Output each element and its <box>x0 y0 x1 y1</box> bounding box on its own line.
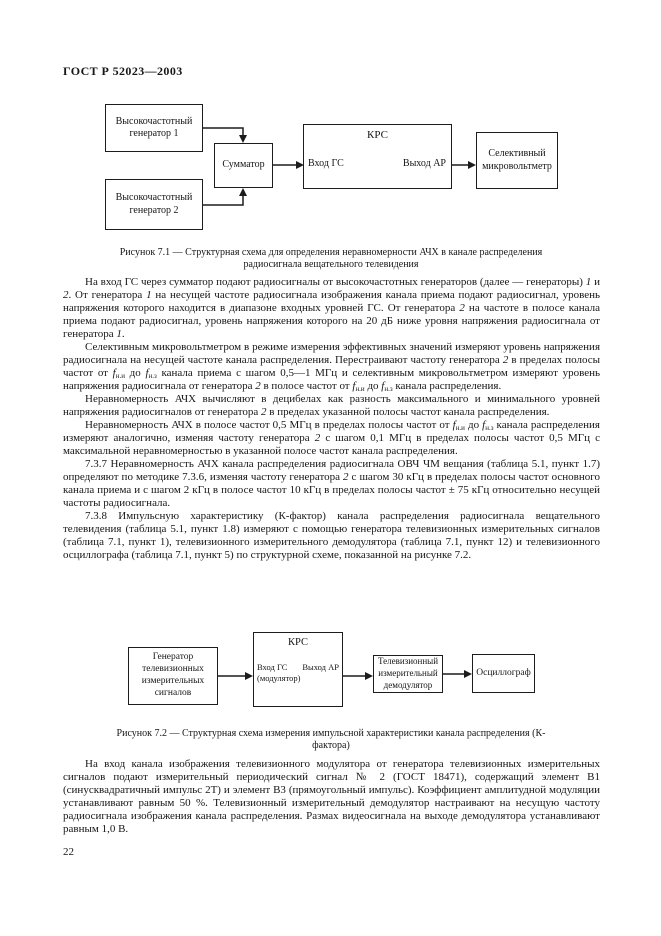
arrow-up-icon <box>239 188 247 196</box>
krs-output-port-label: Выход АР <box>302 662 339 672</box>
block-tv-test-signal-generator: Генератор телевизионных измерительных си… <box>128 647 218 705</box>
arrow-right-icon <box>468 161 476 169</box>
body-text-block-1: На вход ГС через сумматор подают радиоси… <box>63 276 600 562</box>
arrow-right-icon <box>365 672 373 680</box>
krs-input-port-label: Вход ГС <box>308 158 344 169</box>
paragraph: На вход ГС через сумматор подают радиоси… <box>63 276 601 340</box>
krs-input-port-label: Вход ГС(модулятор) <box>257 662 301 683</box>
body-text-block-2: На вход канала изображения телевизионног… <box>63 758 600 836</box>
block-hf-generator-2: Высокочастотный генератор 2 <box>105 179 203 230</box>
block-oscilloscope: Осциллограф <box>472 654 535 693</box>
paragraph-7-3-7: 7.3.7 Неравномерность АЧХ канала распред… <box>63 458 600 509</box>
page-number: 22 <box>63 846 74 858</box>
block-selective-microvoltmeter: Селективный микровольт­метр <box>476 132 558 189</box>
figure-7-1-caption: Рисунок 7.1 — Структурная схема для опре… <box>119 247 543 270</box>
arrow-right-icon <box>245 672 253 680</box>
krs-output-port-label: Выход АР <box>402 158 446 169</box>
figure-7-2-diagram: Генератор телевизионных измерительных си… <box>63 628 600 716</box>
krs-label: КРС <box>367 129 388 141</box>
arrow-down-icon <box>239 135 247 143</box>
block-hf-generator-1: Высокочастотный генератор 1 <box>105 104 203 152</box>
block-krs: КРС Вход ГС(модулятор) Выход АР <box>253 632 343 707</box>
paragraph: Неравномерность АЧХ в полосе частот 0,5 … <box>63 419 600 457</box>
paragraph: Неравномерность АЧХ вычисляют в децибела… <box>63 393 600 418</box>
block-krs: КРС Вход ГС Выход АР <box>303 124 452 189</box>
figure-7-2-connector-arrows <box>218 670 472 680</box>
paragraph: Селективным микровольтметром в режиме из… <box>63 341 600 393</box>
krs-input-note: (модулятор) <box>257 672 301 683</box>
krs-input-label: Вход ГС <box>257 662 288 672</box>
paragraph-7-3-8: 7.3.8 Импульсную характеристику (К-факто… <box>63 510 600 561</box>
arrow-right-icon <box>296 161 304 169</box>
figure-7-2-caption: Рисунок 7.2 — Структурная схема измерени… <box>116 728 546 751</box>
arrow-right-icon <box>464 670 472 678</box>
krs-label: КРС <box>288 637 308 648</box>
block-tv-measuring-demodulator: Телевизионный измерительный демодулятор <box>373 655 443 693</box>
block-summator: Сумматор <box>214 143 273 188</box>
figure-7-1-connector-arrows <box>203 127 476 206</box>
document-header: ГОСТ Р 52023—2003 <box>63 64 183 78</box>
paragraph: На вход канала изображения телевизионног… <box>63 758 600 835</box>
figure-7-1-diagram: Высокочастотный генератор 1 Высокочастот… <box>63 97 600 240</box>
